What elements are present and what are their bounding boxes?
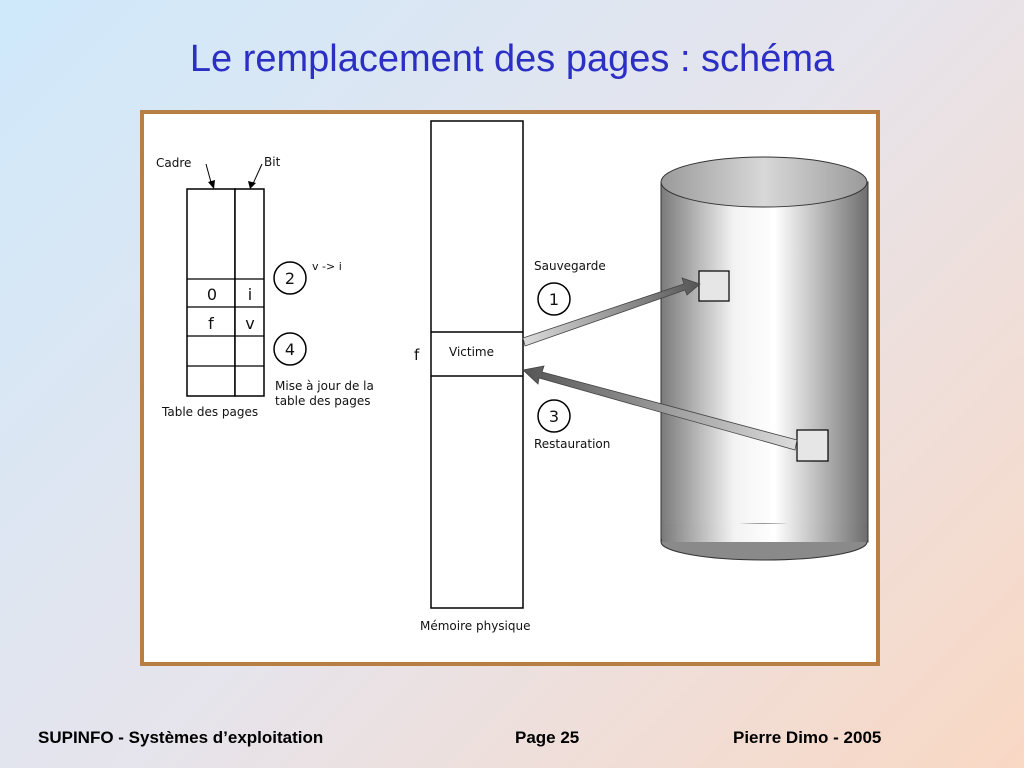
step-number: 1: [549, 290, 559, 309]
restore-page-block: [796, 429, 829, 462]
restore-arrow: 3 Restauration: [522, 365, 798, 451]
memory-caption: Mémoire physique: [420, 619, 530, 633]
table-row-frame: 0: [207, 285, 217, 304]
step-number: 4: [285, 340, 295, 359]
saved-page-block: [698, 270, 730, 302]
restore-label: Restauration: [534, 437, 610, 451]
restore-arrow-shape: [522, 365, 798, 451]
save-label: Sauvegarde: [534, 259, 606, 273]
step-number: 3: [549, 407, 559, 426]
victim-label: Victime: [449, 345, 494, 359]
disk-cylinder: [660, 156, 869, 561]
footer-page-number: Page 25: [515, 728, 580, 747]
table-row-frame: f: [208, 314, 214, 333]
step-circle: [537, 282, 571, 316]
physical-memory: Victime f Mémoire physique: [414, 120, 530, 633]
step-circle: [273, 332, 307, 366]
frame-column: [186, 188, 236, 397]
bit-pointer-head: [248, 181, 256, 189]
step-circle: [273, 261, 307, 295]
update-label-line2: table des pages: [275, 394, 371, 408]
step-circle: [537, 399, 571, 433]
footer-course: SUPINFO - Systèmes d’exploitation: [38, 728, 324, 747]
page-table: Cadre Bit 0 i f v Table des pages: [156, 155, 281, 419]
slide-title: Le remplacement des pages : schéma: [189, 38, 835, 80]
cadre-label: Cadre: [156, 156, 191, 170]
bit-pointer-arrow: [251, 163, 263, 187]
step-number: 2: [285, 269, 295, 288]
memory-column: [430, 120, 524, 609]
update-label-line1: Mise à jour de la: [275, 379, 374, 393]
save-arrow-shape: [522, 277, 701, 347]
table-row-bit: v: [245, 314, 254, 333]
footer-author: Pierre Dimo - 2005: [733, 728, 882, 747]
page-replacement-diagram: Cadre Bit 0 i f v Table des pages 2 v ->…: [156, 120, 869, 633]
table-caption: Table des pages: [161, 405, 258, 419]
table-row-bit: i: [248, 285, 252, 304]
step-2: 2 v -> i: [273, 260, 342, 295]
cadre-pointer-head: [208, 180, 215, 189]
frame-letter: f: [414, 346, 420, 364]
step-4: 4 Mise à jour de la table des pages: [273, 332, 374, 408]
cylinder-body: [660, 181, 869, 543]
bit-column: [234, 188, 265, 397]
cylinder-top: [660, 156, 868, 208]
save-arrow: 1 Sauvegarde: [522, 259, 701, 347]
bit-label: Bit: [264, 155, 281, 169]
diagram-frame: Cadre Bit 0 i f v Table des pages 2 v ->…: [140, 110, 880, 666]
swap-label: v -> i: [312, 260, 342, 273]
